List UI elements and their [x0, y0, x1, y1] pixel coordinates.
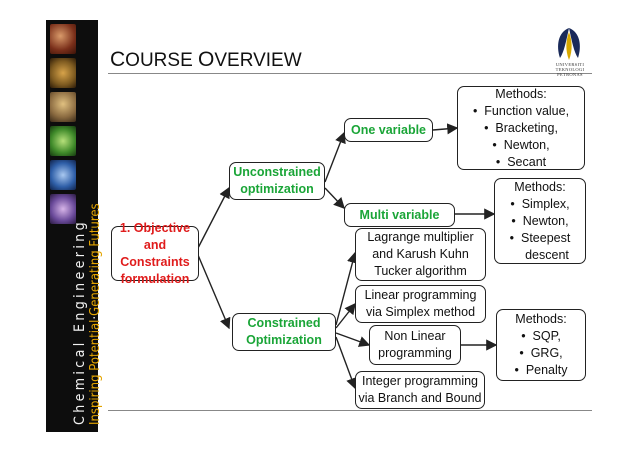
- edge-one-methods: [432, 123, 459, 135]
- university-logo-icon: [558, 28, 580, 60]
- title-divider: [108, 73, 592, 74]
- methods-one-variable: Methods: • Function value, • Bracketing,…: [457, 86, 585, 170]
- edge-root-unconstrained: [197, 186, 230, 249]
- edge-constrained-lagrange: [335, 251, 358, 326]
- edge-root-constrained: [197, 254, 231, 330]
- photo-tile-1: [50, 24, 76, 54]
- photo-tile-4: [50, 126, 76, 156]
- page-title: COURSE OVERVIEW: [110, 48, 302, 71]
- multi-variable-node: Multi variable: [344, 203, 455, 227]
- one-variable-node: One variable: [344, 118, 433, 142]
- methods-nonlinear: Methods: • SQP, • GRG, • Penalty: [496, 309, 586, 381]
- footer-divider: [108, 410, 592, 411]
- sidebar-banner: [46, 20, 98, 432]
- edge-unconstrained-multi: [324, 187, 345, 210]
- edge-constrained-nonlinear: [335, 332, 371, 347]
- photo-tile-6: [50, 194, 76, 224]
- edge-unconstrained-one: [324, 131, 346, 183]
- photo-tile-3: [50, 92, 76, 122]
- photo-tile-2: [50, 58, 76, 88]
- edge-constrained-integer: [335, 336, 357, 390]
- photo-tile-5: [50, 160, 76, 190]
- methods-multi-variable: Methods: • Simplex, • Newton, • Steepest…: [494, 178, 586, 264]
- edge-constrained-linear: [335, 302, 356, 329]
